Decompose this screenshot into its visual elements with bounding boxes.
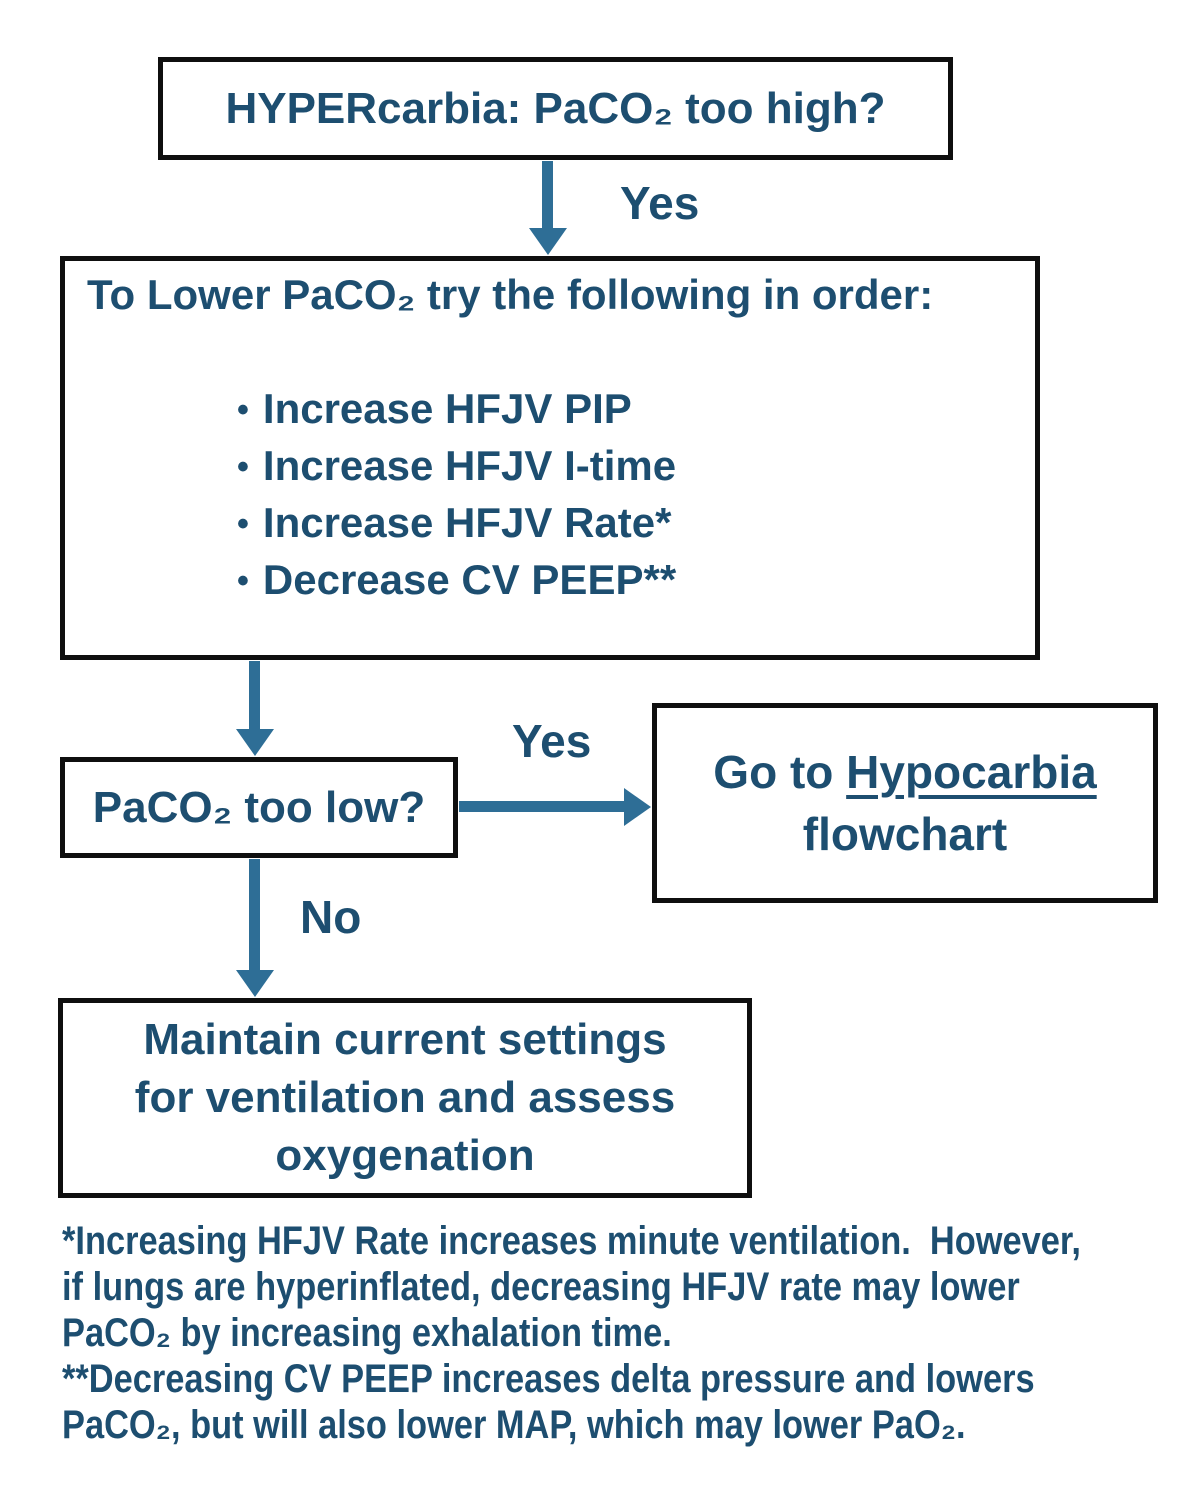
arrow-head-icon	[236, 970, 274, 997]
bullet-decrease-cv-peep: Decrease CV PEEP**	[237, 552, 676, 609]
arrow-head-icon	[236, 729, 274, 756]
flow-arrow-down-icon	[236, 859, 274, 997]
arrow-shaft	[249, 859, 260, 972]
flow-arrow-down-icon	[529, 161, 567, 255]
maintain-line-2: for ventilation and assess	[134, 1073, 676, 1122]
hypercarbia-title-box: HYPERcarbia: PaCO₂ too high?	[158, 57, 953, 160]
bullet-increase-hfjv-pip: Increase HFJV PIP	[237, 381, 676, 438]
footnote-line: PaCO₂, but will also lower MAP, which ma…	[62, 1403, 966, 1447]
hypocarbia-line-1: Go to Hypocarbia	[713, 741, 1096, 803]
flow-arrow-right-icon	[459, 788, 651, 826]
hypocarbia-line-2: flowchart	[802, 808, 1008, 860]
lower-paco2-actions-box: To Lower PaCO₂ try the following in orde…	[60, 256, 1040, 660]
bullet-increase-hfjv-itime: Increase HFJV I-time	[237, 438, 676, 495]
flow-arrow-down-icon	[236, 661, 274, 756]
maintain-line-3: oxygenation	[275, 1131, 535, 1180]
arrow-shaft	[459, 801, 626, 812]
footnotes-block: *Increasing HFJV Rate increases minute v…	[62, 1218, 1192, 1448]
maintain-line-1: Maintain current settings	[143, 1015, 667, 1064]
arrow-head-icon	[624, 788, 651, 826]
go-to-hypocarbia-box: Go to Hypocarbia flowchart	[652, 703, 1158, 903]
footnote-line: **Decreasing CV PEEP increases delta pre…	[62, 1357, 1035, 1401]
hypocarbia-flowchart-link[interactable]: Hypocarbia	[846, 746, 1097, 798]
arrow-head-icon	[529, 228, 567, 255]
hypercarbia-title-text: HYPERcarbia: PaCO₂ too high?	[225, 83, 886, 133]
maintain-settings-box: Maintain current settings for ventilatio…	[58, 998, 752, 1198]
go-to-text: Go to	[713, 746, 847, 798]
footnote-line: PaCO₂ by increasing exhalation time.	[62, 1311, 672, 1355]
footnote-line: if lungs are hyperinflated, decreasing H…	[62, 1265, 1020, 1309]
bullet-increase-hfjv-rate: Increase HFJV Rate*	[237, 495, 676, 552]
actions-heading: To Lower PaCO₂ try the following in orde…	[87, 271, 934, 318]
edge-label-no: No	[300, 891, 362, 943]
edge-label-yes-top: Yes	[620, 177, 700, 229]
edge-label-yes-right: Yes	[512, 715, 592, 767]
footnote-line: *Increasing HFJV Rate increases minute v…	[62, 1219, 1081, 1263]
arrow-shaft	[249, 661, 260, 731]
arrow-shaft	[542, 161, 553, 230]
paco2-too-low-decision-box: PaCO₂ too low?	[60, 757, 458, 858]
actions-bullet-list: Increase HFJV PIP Increase HFJV I-time I…	[237, 381, 676, 609]
decision-text: PaCO₂ too low?	[92, 782, 426, 832]
